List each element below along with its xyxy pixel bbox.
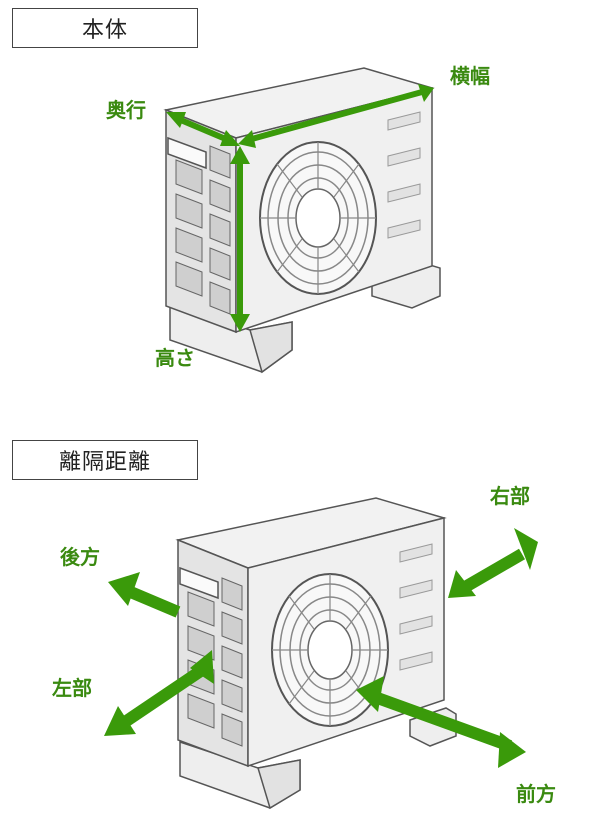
- front-vents: [387, 111, 421, 239]
- outdoor-unit-bottom: [175, 497, 457, 810]
- depth-label: 奥行: [106, 98, 146, 122]
- base-feet-top: [169, 261, 441, 374]
- unit-handle: [167, 136, 207, 170]
- fan-grille-bottom: [271, 573, 389, 727]
- right-arrow: [448, 528, 538, 598]
- unit-handle-2: [179, 566, 219, 600]
- dimension-arrows: [166, 84, 434, 332]
- front-label: 前方: [516, 782, 556, 806]
- rear-arrow: [108, 572, 181, 618]
- side-grille: [175, 145, 231, 315]
- clearance-section-title: 離隔距離: [12, 440, 198, 480]
- fan-grille-top: [259, 141, 377, 295]
- rear-label: 後方: [60, 545, 100, 569]
- width-label: 横幅: [450, 64, 490, 88]
- width-arrow: [247, 89, 423, 143]
- front-vents-2: [399, 543, 433, 671]
- front-arrow: [356, 676, 526, 768]
- clearance-arrows: [104, 528, 538, 768]
- unit-section-title: 本体: [12, 8, 198, 48]
- left-label: 左部: [52, 676, 92, 700]
- side-grille-2: [187, 577, 243, 747]
- depth-arrow: [174, 115, 230, 143]
- right-label: 右部: [490, 484, 530, 508]
- height-label: 高さ: [155, 346, 195, 370]
- outdoor-unit-top: [163, 67, 441, 374]
- left-arrow: [104, 650, 214, 736]
